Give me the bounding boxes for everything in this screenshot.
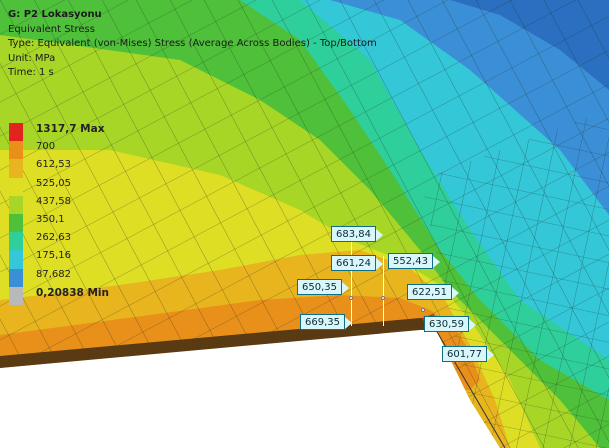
result-title: G: P2 Lokasyonu: [8, 9, 102, 20]
legend-swatch: [9, 141, 23, 160]
probe-label[interactable]: 552,43: [388, 253, 440, 269]
legend-swatch: [9, 123, 23, 142]
mesh-grid-right: [420, 110, 609, 448]
result-quantity: Equivalent Stress: [8, 23, 95, 35]
legend-label: 612,53: [36, 159, 71, 171]
probe-leader-line: [383, 256, 384, 326]
legend-swatch: [9, 159, 23, 178]
legend-swatch: [9, 213, 23, 233]
probe-point: [349, 296, 353, 300]
probe-label[interactable]: 630,59: [424, 316, 476, 332]
legend-label: 0,20838 Min: [36, 286, 110, 299]
legend-label: 700: [36, 141, 56, 153]
result-unit: Unit: MPa: [8, 52, 56, 64]
legend-label: 350,1: [36, 213, 65, 225]
legend-swatch: [9, 268, 23, 287]
legend-swatch: [9, 177, 23, 196]
legend-label: 525,05: [36, 177, 71, 189]
probe-label[interactable]: 650,35: [297, 279, 349, 295]
probe-label[interactable]: 661,24: [331, 255, 383, 271]
legend-swatch: [9, 232, 23, 251]
probe-label[interactable]: 669,35: [300, 314, 352, 330]
result-time: Time: 1 s: [8, 67, 54, 78]
legend-label: 1317,7 Max: [36, 123, 105, 135]
plate-edge: [0, 318, 436, 368]
result-info: G: P2 Lokasyonu Equivalent Stress Type: …: [8, 8, 377, 81]
legend-swatch: [9, 195, 23, 214]
legend-label: 437,58: [36, 195, 71, 207]
legend-label: 262,63: [36, 232, 71, 244]
legend-label: 87,682: [36, 268, 71, 280]
probe-label[interactable]: 601,77: [442, 346, 494, 362]
probe-label[interactable]: 683,84: [331, 226, 383, 242]
result-type: Type: Equivalent (von-Mises) Stress (Ave…: [8, 38, 377, 49]
probe-label[interactable]: 622,51: [407, 284, 459, 300]
legend-swatch: [9, 286, 23, 305]
probe-point: [381, 296, 385, 300]
legend-swatch: [9, 250, 23, 269]
legend-label: 175,16: [36, 250, 71, 262]
probe-leader-line: [351, 236, 352, 326]
probe-point: [421, 308, 425, 312]
